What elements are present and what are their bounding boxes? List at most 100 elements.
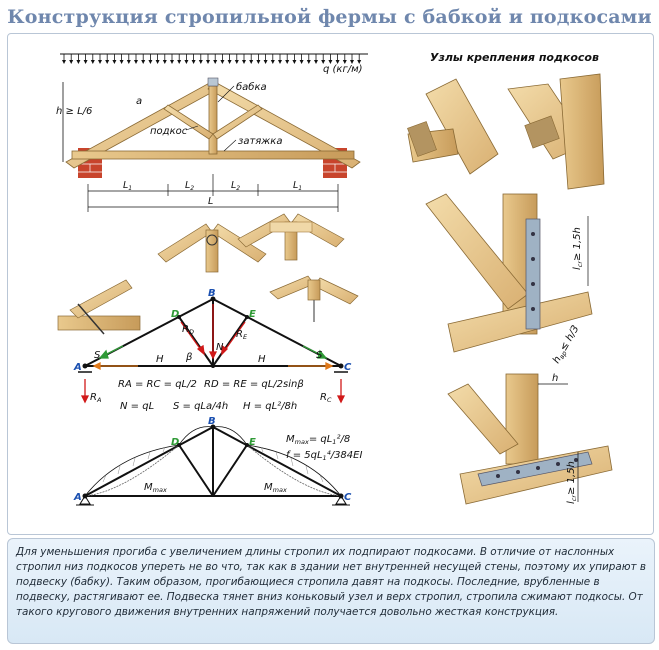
load-arrow-head: [299, 60, 304, 64]
dim-h: h: [552, 373, 558, 384]
load-arrow-head: [306, 60, 311, 64]
left-strut: [163, 104, 214, 140]
joint-details: [57, 213, 359, 335]
load-arrow-head: [155, 60, 160, 64]
formula-reactions: RA = RC = qL/2: [118, 379, 197, 390]
load-arrow-head: [83, 60, 88, 64]
label-N: N: [216, 342, 224, 353]
label-RC: RC: [320, 392, 332, 404]
moment-node-E: E: [249, 437, 256, 448]
truss-illustration: h ≥ L/6: [56, 77, 361, 212]
load-arrow-head: [105, 60, 110, 64]
load-arrow-head: [278, 60, 282, 64]
label-Mmax-left: Mmax: [144, 482, 167, 494]
load-arrow-head: [292, 60, 297, 64]
label-RA: RA: [90, 392, 101, 404]
caption-text: Для уменьшения прогиба с увеличением дли…: [7, 538, 655, 644]
dim-lcr-bottom: lcr≥ 1,5h: [566, 461, 578, 504]
load-arrow-head: [263, 60, 268, 64]
formula-f: f = 5qL1⁴/384EI: [286, 449, 362, 462]
load-arrow-head: [198, 60, 203, 64]
formula-N: N = qL: [120, 401, 154, 412]
node-A: A: [73, 362, 82, 373]
right-strut: [212, 104, 263, 140]
load-arrow-head: [191, 60, 196, 64]
strut-nodes: Узлы крепления подкосов lcr≥ 1,5h hвр≤ h…: [407, 51, 613, 505]
label-RD: RD: [182, 324, 194, 336]
formula-strut-reactions: RD = RE = qL/2sinβ: [204, 379, 304, 390]
nodes-title: Узлы крепления подкосов: [430, 51, 599, 64]
load-arrow-head: [184, 60, 189, 64]
load-arrow-head: [321, 60, 326, 64]
load-arrow-head: [314, 60, 318, 64]
load-arrow-head: [148, 60, 153, 64]
load-arrow-head: [177, 60, 182, 64]
load-arrow-head: [285, 60, 290, 64]
load-arrow-head: [206, 60, 210, 64]
moment-diagram: A B C D E Mmax Mmax Mmax= qL1²/8 f = 5qL…: [73, 416, 362, 506]
node-B: B: [208, 288, 216, 299]
load-arrow-head: [220, 60, 225, 64]
steel-plate-mid: [525, 218, 541, 330]
label-RE: RE: [236, 329, 248, 341]
load-arrow-head: [69, 60, 74, 64]
load-arrow-head: [98, 60, 102, 64]
moment-node-A: A: [73, 492, 82, 503]
load-arrow-head: [342, 60, 347, 64]
formula-S: S = qLa/4h: [173, 401, 228, 412]
node-E: E: [249, 309, 256, 320]
load-arrow-head: [134, 60, 138, 64]
label-babka: бабка: [236, 81, 267, 93]
formula-H: H = qL²/8h: [243, 401, 297, 412]
dim-L1-left: L1: [123, 180, 132, 192]
label-beta: β: [185, 352, 193, 363]
load-arrow-head: [62, 60, 66, 64]
moment-node-C: C: [344, 492, 352, 503]
label-Mmax-right: Mmax: [264, 482, 287, 494]
distributed-load: q (кг/м): [60, 53, 368, 75]
load-label: q (кг/м): [323, 64, 363, 75]
load-arrow-head: [76, 60, 81, 64]
load-arrow-head: [242, 60, 246, 64]
label-a: a: [136, 96, 142, 107]
node-D: D: [171, 309, 179, 320]
moment-node-B: B: [208, 416, 216, 427]
label-zatyazhka: затяжка: [238, 136, 282, 147]
load-arrow-head: [141, 60, 146, 64]
label-H-left: H: [156, 354, 164, 365]
dim-lcr-top: lcr≥ 1,5h: [572, 227, 584, 270]
illustration-panel: q (кг/м) h ≥ L/6: [7, 33, 654, 535]
dim-L2-left: L2: [185, 180, 194, 192]
load-arrow-head: [119, 60, 124, 64]
page-title: Конструкция стропильной фермы с бабкой и…: [7, 6, 652, 28]
load-arrow-head: [335, 60, 340, 64]
load-arrow-head: [162, 60, 167, 64]
label-H-right: H: [258, 354, 266, 365]
load-arrow-head: [350, 60, 354, 64]
load-arrow-head: [170, 60, 174, 64]
label-S-right: S: [316, 350, 323, 361]
node-C: C: [344, 362, 352, 373]
moment-node-D: D: [171, 437, 179, 448]
label-podkos: подкос: [150, 126, 188, 137]
load-arrow-head: [213, 60, 218, 64]
formula-Mmax: Mmax= qL1²/8: [286, 434, 350, 446]
steel-plate-bottom: [477, 451, 593, 487]
load-arrow-head: [328, 60, 333, 64]
illustration-svg: q (кг/м) h ≥ L/6: [56, 51, 613, 506]
load-arrow-head: [256, 60, 261, 64]
load-arrow-head: [90, 60, 95, 64]
load-arrow-head: [227, 60, 232, 64]
load-arrow-head: [270, 60, 275, 64]
load-arrow-head: [249, 60, 254, 64]
height-label: h ≥ L/6: [56, 106, 92, 117]
load-arrow-head: [112, 60, 117, 64]
label-S-left: S: [94, 350, 101, 361]
dim-L2-right: L2: [231, 180, 240, 192]
king-post: [208, 85, 218, 155]
load-arrow-head: [234, 60, 239, 64]
dim-L: L: [208, 196, 213, 207]
dim-L1-right: L1: [293, 180, 302, 192]
dim-hvr: hвр≤ h/3: [551, 324, 582, 366]
